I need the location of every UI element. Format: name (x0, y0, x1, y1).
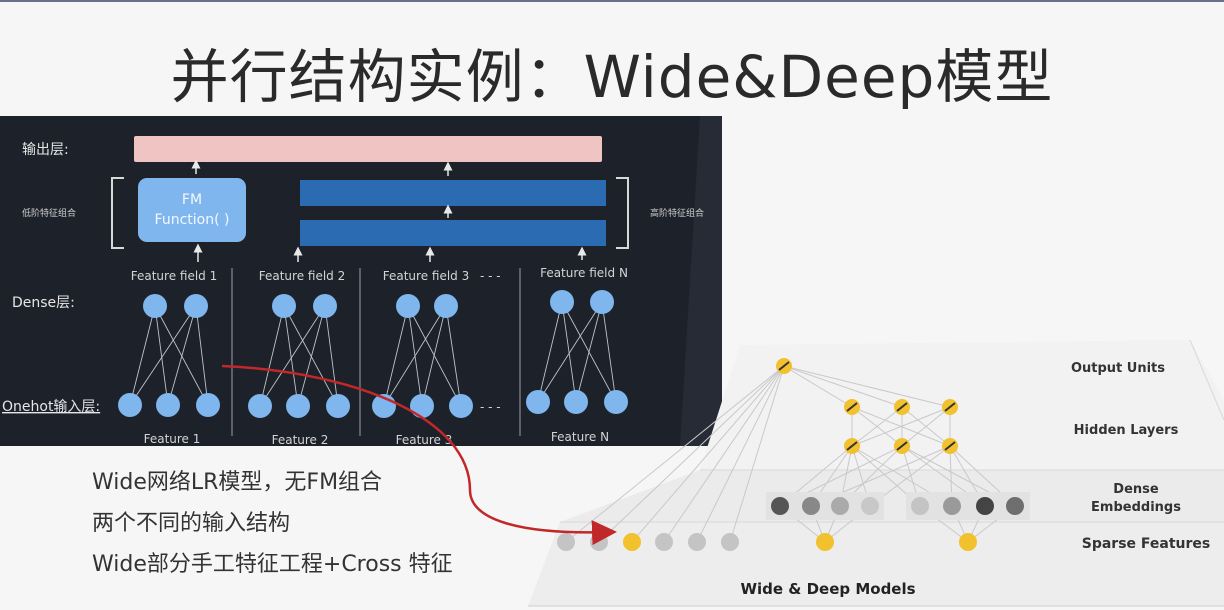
red-curved-arrow (221, 364, 617, 546)
onehot-nodes (118, 390, 628, 418)
note-3: Wide部分手工特征工程+Cross 特征 (92, 552, 453, 577)
field-label-1: Feature field 1 (131, 269, 218, 283)
fm-function-box (138, 178, 246, 242)
embedding-node (802, 497, 820, 515)
left-bracket (111, 177, 124, 249)
output-node-slash (778, 361, 790, 371)
top-border-line (0, 0, 1224, 2)
wide-deep-caption: Wide & Deep Models (740, 580, 915, 598)
feature-label-1: Feature 1 (144, 432, 201, 446)
output-layer-bar (134, 136, 602, 162)
sparse-node-active (623, 533, 641, 551)
deep-hidden-bar-2 (300, 220, 606, 246)
deep-hidden-bar-1 (300, 180, 606, 206)
dense-layer-label: Dense层: (12, 295, 75, 311)
field-label-3: Feature field 3 (383, 269, 470, 283)
hidden-layers-label: Hidden Layers (1074, 423, 1179, 438)
field-1-edges (129, 305, 209, 406)
output-links (565, 365, 951, 543)
fm-diagram-panel: 输出层: 低阶特征组合 高阶特征组合 Dense层: Onehot输入层: FM… (0, 116, 722, 446)
field-label-n: Feature field N (540, 266, 628, 280)
fm-diagram-svg: 输出层: 低阶特征组合 高阶特征组合 Dense层: Onehot输入层: FM… (2, 116, 722, 446)
embedding-node (861, 497, 879, 515)
high-order-label: 高阶特征组合 (650, 207, 704, 219)
sparse-node (688, 533, 706, 551)
sparse-node (557, 533, 575, 551)
low-order-label: 低阶特征组合 (22, 207, 76, 219)
fm-box-line1: FM (182, 192, 202, 208)
field-n-edges (537, 301, 617, 403)
sparse-node-active (816, 533, 834, 551)
sparse-node-active (959, 533, 977, 551)
slide-title: 并行结构实例：Wide&Deep模型 (170, 43, 1054, 111)
hidden-nodes (844, 399, 958, 454)
field-label-2: Feature field 2 (259, 269, 346, 283)
field-2-edges (259, 305, 339, 407)
dense-label-line2: Embeddings (1091, 500, 1181, 515)
embedding-node (831, 497, 849, 515)
panel-edge (680, 116, 722, 446)
dense-label-line1: Dense (1113, 482, 1159, 497)
sparse-features-label: Sparse Features (1082, 536, 1211, 552)
onehot-ellipsis: - - - (480, 400, 501, 414)
embedding-node (771, 497, 789, 515)
output-layer-label: 输出层: (22, 142, 69, 158)
field-ellipsis: - - - (480, 269, 501, 283)
onehot-layer-label: Onehot输入层: (2, 399, 100, 415)
right-bracket (616, 177, 629, 249)
embedding-node (976, 497, 994, 515)
sparse-node (655, 533, 673, 551)
feature-label-n: Feature N (551, 430, 609, 444)
embedding-node (943, 497, 961, 515)
output-units-label: Output Units (1071, 361, 1165, 376)
fm-box-line2: Function( ) (155, 212, 230, 228)
sparse-node (590, 533, 608, 551)
embedding-node (1006, 497, 1024, 515)
note-2: 两个不同的输入结构 (92, 511, 291, 536)
field-3-edges (383, 305, 462, 407)
dense-nodes (143, 290, 614, 318)
sparse-node (721, 533, 739, 551)
embedding-node (911, 497, 929, 515)
feature-label-3: Feature 3 (396, 433, 453, 446)
wd-right-edge (1189, 339, 1224, 421)
note-1: Wide网络LR模型，无FM组合 (92, 470, 383, 495)
wd-upper-plane (700, 340, 1224, 470)
notes-list: Wide网络LR模型，无FM组合 两个不同的输入结构 Wide部分手工特征工程+… (92, 462, 532, 585)
feature-label-2: Feature 2 (272, 433, 329, 446)
